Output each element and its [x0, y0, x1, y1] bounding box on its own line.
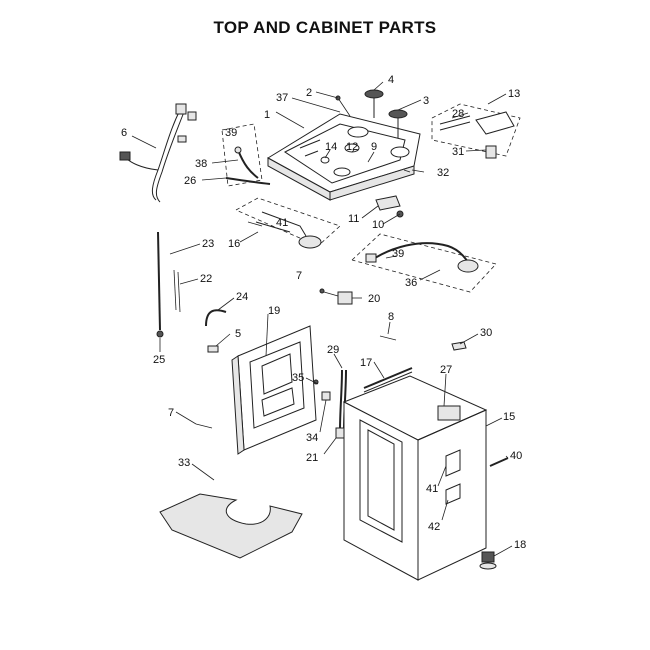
suspension-rod: [156, 231, 181, 338]
callout-2: 2: [306, 87, 312, 99]
drain-hose: [313, 369, 349, 439]
clip-10-11: [375, 195, 404, 218]
bracket-assembly: [431, 103, 521, 159]
rear-panel: [231, 325, 317, 455]
callout-11: 11: [348, 213, 359, 225]
cabinet: [342, 375, 509, 581]
callout-40: 40: [510, 450, 522, 462]
callout-8: 8: [388, 311, 394, 323]
callout-17: 17: [360, 357, 372, 369]
callout-41a: 41: [276, 217, 288, 229]
callout-39a: 39: [225, 127, 237, 139]
callout-34: 34: [306, 432, 318, 444]
callout-21: 21: [306, 452, 318, 464]
callout-37: 37: [276, 92, 288, 104]
callout-32: 32: [437, 167, 449, 179]
callout-19: 19: [268, 305, 280, 317]
callout-10: 10: [372, 219, 384, 231]
callout-33: 33: [178, 457, 190, 469]
callout-3: 3: [423, 95, 429, 107]
foot-18: [479, 551, 497, 570]
callout-1: 1: [264, 109, 270, 121]
callout-13: 13: [508, 88, 520, 100]
callout-15: 15: [503, 411, 515, 423]
callout-labels: 1 2 3 4 37 14 12 9 6 39 38 26 32 11 10 4…: [121, 74, 526, 551]
callout-6: 6: [121, 127, 127, 139]
callout-42: 42: [428, 521, 440, 533]
callout-5: 5: [235, 328, 241, 340]
part-5: [207, 345, 219, 353]
part-20: [319, 288, 353, 305]
callout-39b: 39: [392, 248, 404, 260]
callout-31: 31: [452, 146, 464, 158]
callout-27: 27: [440, 364, 452, 376]
leader-lines: [131, 81, 513, 557]
part-8: [379, 335, 397, 341]
dispenser-assembly: [235, 197, 341, 249]
callout-25: 25: [153, 354, 165, 366]
fill-hoses: [221, 123, 271, 187]
rail-17: [363, 367, 413, 393]
callout-16: 16: [228, 238, 240, 250]
callout-38: 38: [195, 158, 207, 170]
base-pad: [159, 493, 303, 559]
callout-12: 12: [346, 141, 358, 153]
cap-4: [364, 89, 384, 118]
callout-22: 22: [200, 273, 212, 285]
callout-14: 14: [325, 141, 337, 153]
callout-35: 35: [292, 372, 304, 384]
callout-23: 23: [202, 238, 214, 250]
callout-28: 28: [452, 108, 464, 120]
callout-20: 20: [368, 293, 380, 305]
water-valve-hose: [351, 233, 497, 293]
callout-7b: 7: [168, 407, 174, 419]
callout-7a: 7: [296, 270, 302, 282]
screw-2: [335, 95, 351, 117]
callout-29: 29: [327, 344, 339, 356]
screw-7-lower: [195, 423, 213, 429]
hose-24: [205, 309, 227, 327]
callout-30: 30: [480, 327, 492, 339]
callout-41b: 41: [426, 483, 438, 495]
callout-4: 4: [388, 74, 394, 86]
page-title: TOP AND CABINET PARTS: [213, 18, 437, 37]
callout-9: 9: [371, 141, 377, 153]
top-panel: [267, 113, 421, 201]
part-30: [451, 341, 467, 351]
callout-24: 24: [236, 291, 248, 303]
callout-36: 36: [405, 277, 417, 289]
callout-18: 18: [514, 539, 526, 551]
callout-26: 26: [184, 175, 196, 187]
wire-harness: [119, 103, 197, 203]
